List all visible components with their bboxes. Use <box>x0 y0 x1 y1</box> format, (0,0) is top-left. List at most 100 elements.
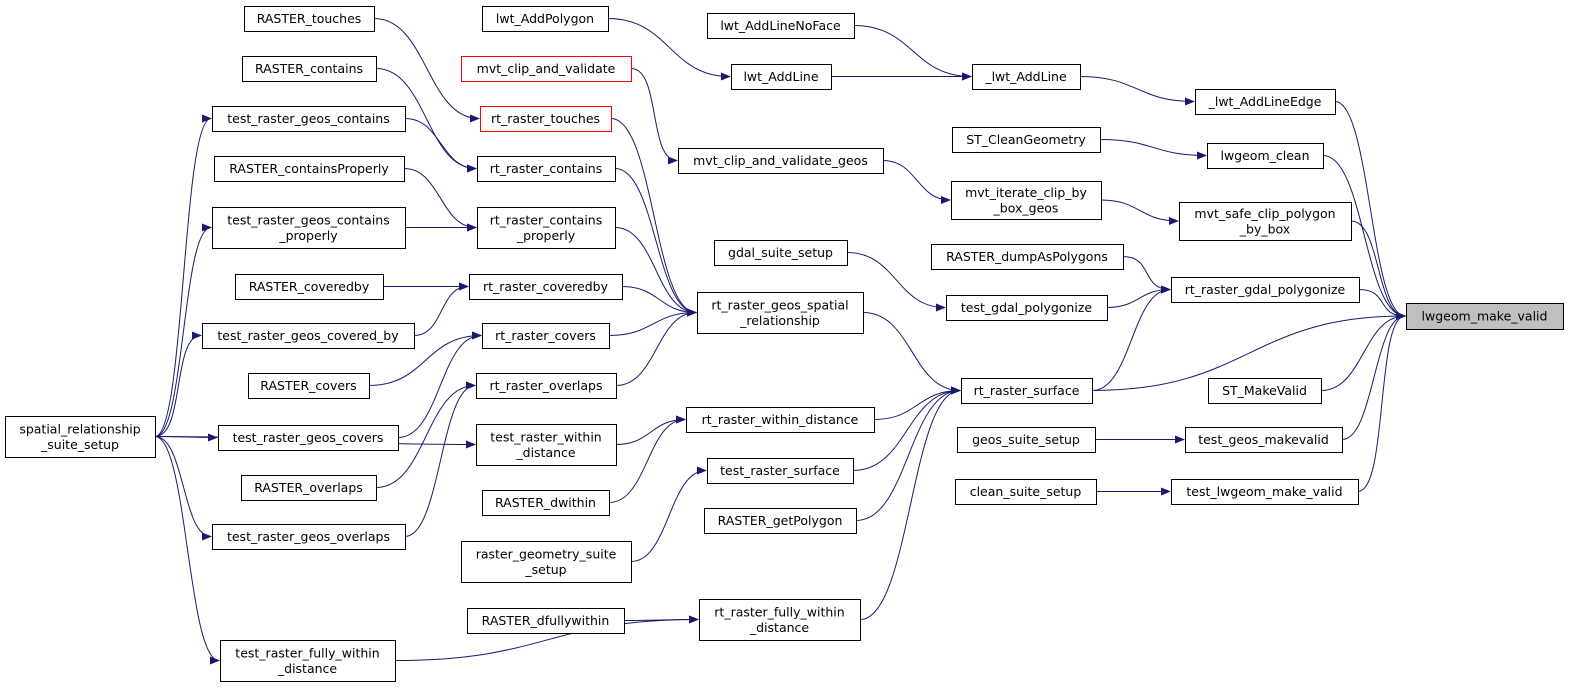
node-box <box>714 240 848 266</box>
node-raster-coveredby[interactable]: RASTER_coveredby <box>235 274 384 300</box>
node-label: test_raster_geos_contains <box>227 111 390 126</box>
node-label: _setup <box>524 562 566 577</box>
node-box <box>242 56 377 82</box>
node-rt-raster-within-distance[interactable]: rt_raster_within_distance <box>686 407 875 433</box>
node-raster-geometry-suite-setup[interactable]: raster_geometry_suite_setup <box>461 541 632 583</box>
node-test-raster-geos-contains[interactable]: test_raster_geos_contains <box>212 106 406 132</box>
node-raster-contains[interactable]: RASTER_contains <box>242 56 377 82</box>
node-lwgeom-clean[interactable]: lwgeom_clean <box>1207 143 1324 169</box>
node-label: RASTER_coveredby <box>249 279 370 294</box>
node-test-raster-within-distance[interactable]: test_raster_within_distance <box>476 424 617 466</box>
node-rt-raster-contains[interactable]: rt_raster_contains <box>477 156 616 182</box>
node-box <box>214 156 405 182</box>
edge-raster-dumpaspolygons-to-rt-raster-gdal-polygonize <box>1122 256 1171 294</box>
node-lwt-addpolygon[interactable]: lwt_AddPolygon <box>482 6 609 32</box>
node-box <box>699 599 861 641</box>
node-label: _distance <box>749 620 810 635</box>
node-st-makevalid[interactable]: ST_MakeValid <box>1208 378 1322 404</box>
edge-test-raster-surface-to-rt-raster-surface <box>852 386 961 471</box>
edge-spatial-relationship-suite-setup-to-test-raster-geos-contains-properly <box>154 223 212 437</box>
node-mvt-clip-and-validate[interactable]: mvt_clip_and_validate <box>461 56 632 82</box>
node-mvt-safe-clip-polygon-by-box[interactable]: mvt_safe_clip_polygon_by_box <box>1179 202 1352 241</box>
node-mvt-iterate-clip-by-box-geos[interactable]: mvt_iterate_clip_by_box_geos <box>951 181 1102 220</box>
node-test-raster-surface[interactable]: test_raster_surface <box>707 458 854 484</box>
node-rt-raster-overlaps[interactable]: rt_raster_overlaps <box>476 373 617 399</box>
node-rt-raster-covers[interactable]: rt_raster_covers <box>482 323 610 349</box>
node-rt-raster-coveredby[interactable]: rt_raster_coveredby <box>469 274 623 300</box>
node-test-raster-geos-covered-by[interactable]: test_raster_geos_covered_by <box>202 323 415 349</box>
node-raster-containsproperly[interactable]: RASTER_containsProperly <box>214 156 405 182</box>
node-box <box>476 424 617 466</box>
node-test-lwgeom-make-valid[interactable]: test_lwgeom_make_valid <box>1171 479 1359 505</box>
edge-lwt-addline-to-lwt-addlineedge <box>1079 76 1195 106</box>
node-box <box>952 127 1101 153</box>
node-raster-covers[interactable]: RASTER_covers <box>248 373 370 399</box>
node-raster-dfullywithin[interactable]: RASTER_dfullywithin <box>467 608 625 634</box>
node-rt-raster-touches[interactable]: rt_raster_touches <box>480 106 612 132</box>
node-lwt-addline[interactable]: lwt_AddLine <box>731 64 832 90</box>
node-spatial-relationship-suite-setup[interactable]: spatial_relationship_suite_setup <box>5 416 156 458</box>
node-label: rt_raster_surface <box>974 383 1080 398</box>
node-raster-touches[interactable]: RASTER_touches <box>244 6 375 32</box>
edge-rt-raster-geos-spatial-relationship-to-rt-raster-surface <box>862 312 961 395</box>
node-test-gdal-polygonize[interactable]: test_gdal_polygonize <box>946 295 1108 321</box>
node-lwgeom-make-valid[interactable]: lwgeom_make_valid <box>1406 303 1564 330</box>
node-box <box>951 181 1102 220</box>
node-raster-dumpaspolygons[interactable]: RASTER_dumpAsPolygons <box>931 244 1124 270</box>
node-test-raster-geos-contains-properly[interactable]: test_raster_geos_contains_properly <box>212 207 406 249</box>
node-mvt-clip-and-validate-geos[interactable]: mvt_clip_and_validate_geos <box>678 148 884 174</box>
edge-rt-raster-contains-to-rt-raster-geos-spatial-relationship <box>614 168 697 317</box>
node-box <box>955 479 1097 505</box>
node-rt-raster-gdal-polygonize[interactable]: rt_raster_gdal_polygonize <box>1171 277 1360 303</box>
edge-rt-raster-surface-to-lwgeom-make-valid <box>1091 312 1406 391</box>
node-test-raster-geos-overlaps[interactable]: test_raster_geos_overlaps <box>212 524 406 550</box>
node-box <box>946 295 1108 321</box>
node-box <box>931 244 1124 270</box>
node-rt-raster-surface[interactable]: rt_raster_surface <box>961 378 1093 404</box>
node-lwt-addline[interactable]: _lwt_AddLine <box>972 64 1081 90</box>
node-gdal-suite-setup[interactable]: gdal_suite_setup <box>714 240 848 266</box>
node-box <box>697 292 864 334</box>
node-box <box>678 148 884 174</box>
node-test-geos-makevalid[interactable]: test_geos_makevalid <box>1185 427 1343 453</box>
node-lwt-addlinenoface[interactable]: lwt_AddLineNoFace <box>707 13 855 39</box>
node-rt-raster-geos-spatial-relationship[interactable]: rt_raster_geos_spatial_relationship <box>697 292 864 334</box>
edge-test-lwgeom-make-valid-to-lwgeom-make-valid <box>1357 312 1406 492</box>
edge-rt-raster-coveredby-to-rt-raster-geos-spatial-relationship <box>621 286 697 317</box>
node-label: RASTER_dwithin <box>495 495 596 510</box>
edge-mvt-iterate-clip-by-box-geos-to-mvt-safe-clip-polygon-by-box <box>1100 199 1179 225</box>
node-box <box>482 6 609 32</box>
node-box <box>218 425 399 451</box>
node-label: clean_suite_setup <box>970 484 1082 499</box>
edge-raster-overlaps-to-rt-raster-overlaps <box>375 381 476 488</box>
node-box <box>212 106 406 132</box>
node-label: _suite_setup <box>40 437 119 452</box>
node-raster-dwithin[interactable]: RASTER_dwithin <box>482 490 610 516</box>
edge-test-raster-geos-covered-by-to-rt-raster-coveredby <box>413 282 469 336</box>
node-label: _properly <box>516 228 576 243</box>
node-label: test_gdal_polygonize <box>961 300 1092 315</box>
node-label: rt_raster_contains <box>490 212 603 227</box>
edge-lwt-addpolygon-to-lwt-addline <box>607 18 731 81</box>
node-raster-overlaps[interactable]: RASTER_overlaps <box>241 475 377 501</box>
node-box <box>469 274 623 300</box>
node-label: RASTER_containsProperly <box>229 161 389 176</box>
node-test-raster-fully-within-distance[interactable]: test_raster_fully_within_distance <box>220 640 396 682</box>
node-rt-raster-fully-within-distance[interactable]: rt_raster_fully_within_distance <box>699 599 861 641</box>
node-box <box>1195 89 1336 115</box>
node-label: rt_raster_overlaps <box>489 378 602 393</box>
node-label: RASTER_dumpAsPolygons <box>946 249 1108 264</box>
node-geos-suite-setup[interactable]: geos_suite_setup <box>957 427 1096 453</box>
node-label: lwt_AddPolygon <box>496 11 594 26</box>
node-box <box>704 508 857 534</box>
node-clean-suite-setup[interactable]: clean_suite_setup <box>955 479 1097 505</box>
node-lwt-addlineedge[interactable]: _lwt_AddLineEdge <box>1195 89 1336 115</box>
edge-lwt-addlinenoface-to-lwt-addline <box>853 25 972 81</box>
node-st-cleangeometry[interactable]: ST_CleanGeometry <box>952 127 1101 153</box>
node-box <box>241 475 377 501</box>
node-rt-raster-contains-properly[interactable]: rt_raster_contains_properly <box>477 207 616 249</box>
node-box <box>1406 303 1564 330</box>
node-raster-getpolygon[interactable]: RASTER_getPolygon <box>704 508 857 534</box>
node-test-raster-geos-covers[interactable]: test_raster_geos_covers <box>218 425 399 451</box>
